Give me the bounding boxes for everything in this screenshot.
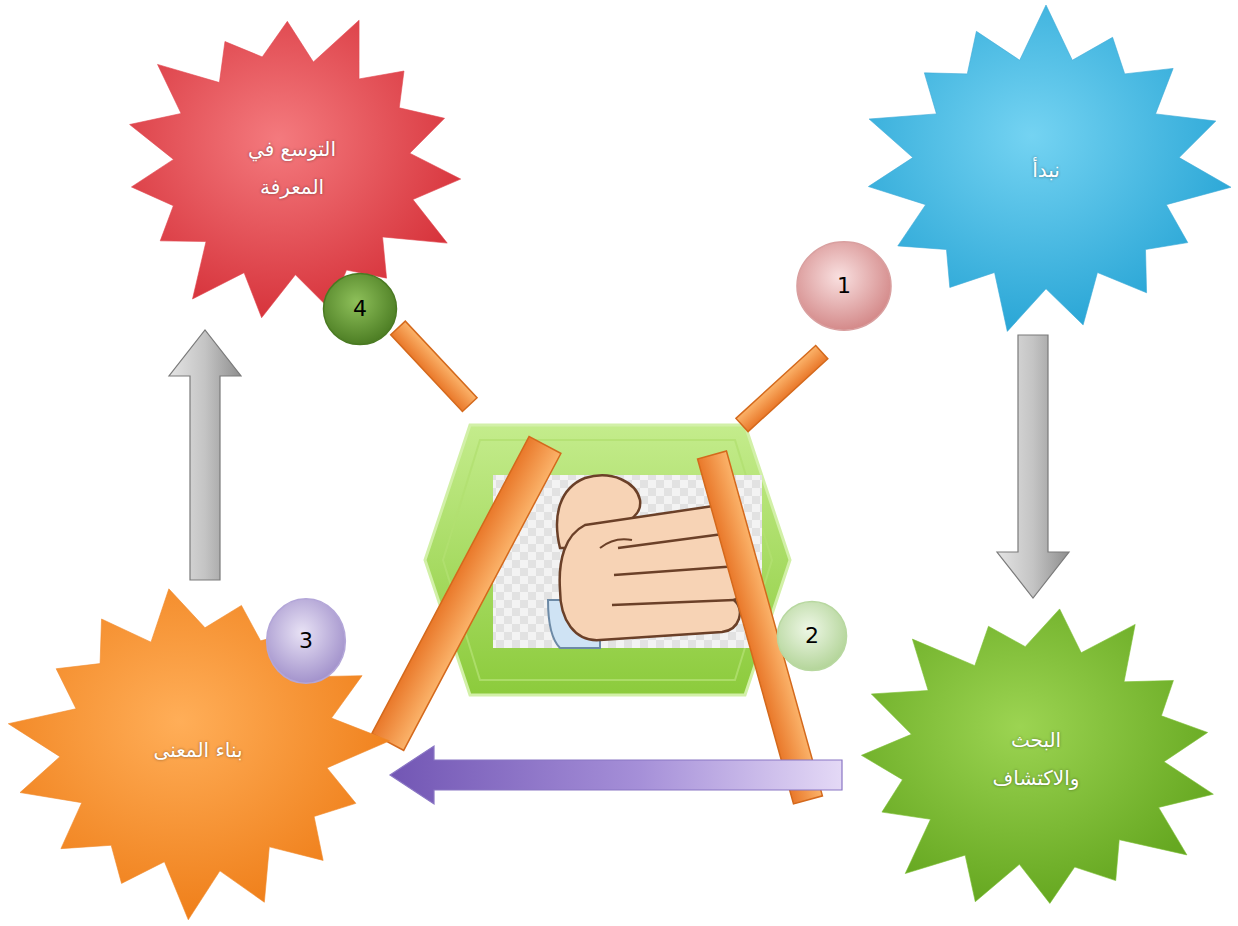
orange-bars	[372, 321, 828, 804]
oval-outline	[797, 242, 891, 330]
star-outline	[868, 5, 1231, 331]
thumb-crease	[600, 539, 632, 548]
text-block: 2	[805, 623, 819, 649]
text-block: البحث والاكتشاف	[976, 721, 1096, 797]
oval-outline	[324, 273, 397, 344]
orange-bar	[736, 346, 828, 432]
step-label: بناء المعنى	[153, 731, 242, 769]
text-block: 3	[299, 628, 313, 654]
oval-outline	[777, 601, 846, 670]
step-label: التوسع في المعرفة	[222, 130, 362, 206]
callout-number: 1	[837, 273, 851, 299]
star-outline	[8, 589, 389, 920]
callout-oval: 3	[265, 597, 347, 685]
callout-oval: 2	[776, 600, 848, 672]
star-burst	[112, 5, 472, 330]
step-label: نبدأ	[1032, 151, 1060, 189]
text-block: نبدأ	[1032, 151, 1060, 189]
step-label: البحث والاكتشاف	[976, 721, 1096, 797]
orange-bar	[391, 321, 477, 411]
finger-line	[614, 566, 738, 575]
flow-arrow	[390, 746, 842, 804]
finger-line	[612, 600, 734, 605]
oval-outline	[267, 599, 346, 683]
research-star: البحث والاكتشاف	[842, 598, 1230, 920]
callout-number: 3	[299, 628, 313, 654]
callout-number: 4	[353, 296, 367, 322]
text-block: 1	[837, 273, 851, 299]
text-block: بناء المعنى	[153, 731, 242, 769]
flow-arrow	[997, 335, 1069, 598]
star-burst	[842, 598, 1230, 920]
expand-star: التوسع في المعرفة	[112, 5, 472, 330]
callout-oval: 1	[795, 240, 893, 332]
orange-bar	[372, 437, 561, 751]
callout-number: 2	[805, 623, 819, 649]
flow-arrow	[169, 330, 241, 580]
text-block: 4	[353, 296, 367, 322]
callout-oval: 4	[322, 272, 398, 346]
star-outline	[130, 20, 461, 318]
text-block: التوسع في المعرفة	[222, 130, 362, 206]
star-outline	[861, 609, 1213, 904]
start-star: نبدأ	[860, 5, 1232, 335]
